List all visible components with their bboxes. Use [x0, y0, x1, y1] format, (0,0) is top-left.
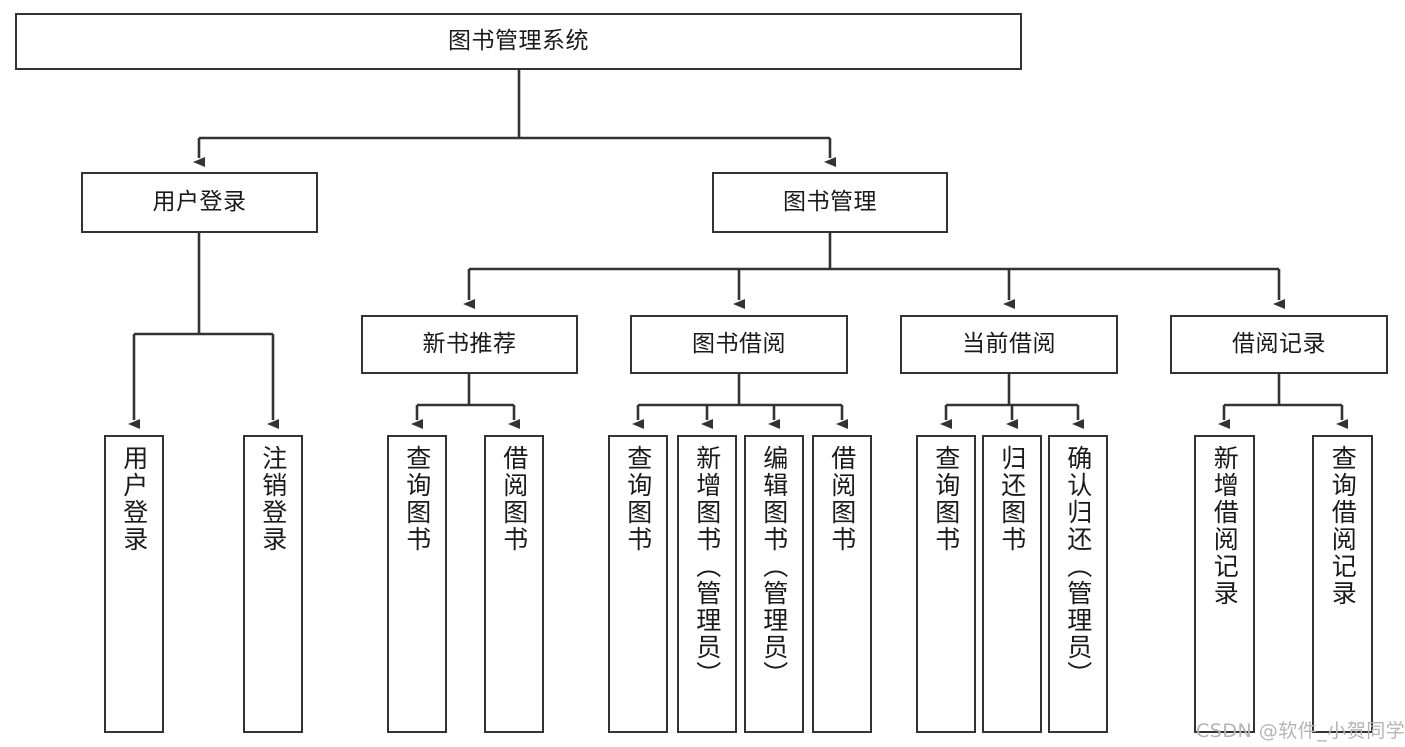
- node-leaf-query-book-3[interactable]: 查询图书: [916, 435, 976, 733]
- edges-book-borrow: [632, 374, 848, 429]
- node-book-manage-label: 图书管理: [783, 188, 877, 215]
- node-root[interactable]: 图书管理系统: [15, 13, 1022, 70]
- node-leaf-query-book-3-label: 查询图书: [931, 445, 961, 553]
- node-leaf-confirm-return-label: 确认归还（管理员）: [1063, 445, 1093, 688]
- node-leaf-user-login-label: 用户登录: [119, 445, 149, 553]
- node-borrow-record[interactable]: 借阅记录: [1170, 315, 1388, 374]
- node-leaf-query-book-1-label: 查询图书: [402, 445, 432, 553]
- node-leaf-query-book-2-label: 查询图书: [623, 445, 653, 553]
- edges-new-book-rec: [411, 374, 520, 429]
- node-leaf-query-record[interactable]: 查询借阅记录: [1312, 435, 1373, 733]
- node-leaf-query-record-label: 查询借阅记录: [1328, 445, 1358, 607]
- node-new-book-rec[interactable]: 新书推荐: [361, 315, 578, 374]
- node-root-label: 图书管理系统: [448, 27, 589, 54]
- node-leaf-add-book-label: 新增图书（管理员）: [692, 445, 722, 688]
- node-book-manage[interactable]: 图书管理: [712, 172, 948, 233]
- node-current-borrow[interactable]: 当前借阅: [900, 315, 1118, 374]
- node-leaf-borrow-book-1-label: 借阅图书: [499, 445, 529, 553]
- node-borrow-record-label: 借阅记录: [1232, 330, 1326, 357]
- node-leaf-query-book-2[interactable]: 查询图书: [608, 435, 668, 733]
- node-leaf-borrow-book-1[interactable]: 借阅图书: [484, 435, 544, 733]
- node-leaf-edit-book[interactable]: 编辑图书（管理员）: [744, 435, 804, 733]
- node-leaf-add-record[interactable]: 新增借阅记录: [1194, 435, 1255, 733]
- edges-borrow-record: [1218, 374, 1348, 429]
- edges-user-login: [128, 233, 279, 429]
- node-new-book-rec-label: 新书推荐: [422, 330, 517, 357]
- edges-current-borrow: [940, 374, 1084, 429]
- csdn-watermark: CSDN @软件_小贺同学: [1196, 720, 1405, 742]
- edges-book-manage: [463, 233, 1285, 309]
- node-leaf-edit-book-label: 编辑图书（管理员）: [759, 445, 789, 688]
- node-book-borrow-label: 图书借阅: [692, 330, 786, 357]
- node-leaf-return-book-label: 归还图书: [997, 445, 1027, 553]
- node-leaf-add-book[interactable]: 新增图书（管理员）: [677, 435, 737, 733]
- node-leaf-logout[interactable]: 注销登录: [243, 435, 303, 733]
- node-leaf-add-record-label: 新增借阅记录: [1210, 445, 1240, 607]
- node-leaf-return-book[interactable]: 归还图书: [982, 435, 1042, 733]
- node-leaf-confirm-return[interactable]: 确认归还（管理员）: [1048, 435, 1108, 733]
- node-user-login-label: 用户登录: [152, 188, 247, 215]
- node-leaf-user-login[interactable]: 用户登录: [104, 435, 164, 733]
- node-leaf-query-book-1[interactable]: 查询图书: [387, 435, 447, 733]
- node-leaf-borrow-book-2-label: 借阅图书: [827, 445, 857, 553]
- edges-root: [193, 70, 836, 167]
- node-leaf-logout-label: 注销登录: [258, 445, 288, 553]
- node-leaf-borrow-book-2[interactable]: 借阅图书: [812, 435, 872, 733]
- node-user-login[interactable]: 用户登录: [81, 172, 318, 233]
- node-current-borrow-label: 当前借阅: [962, 330, 1056, 357]
- node-book-borrow[interactable]: 图书借阅: [630, 315, 848, 374]
